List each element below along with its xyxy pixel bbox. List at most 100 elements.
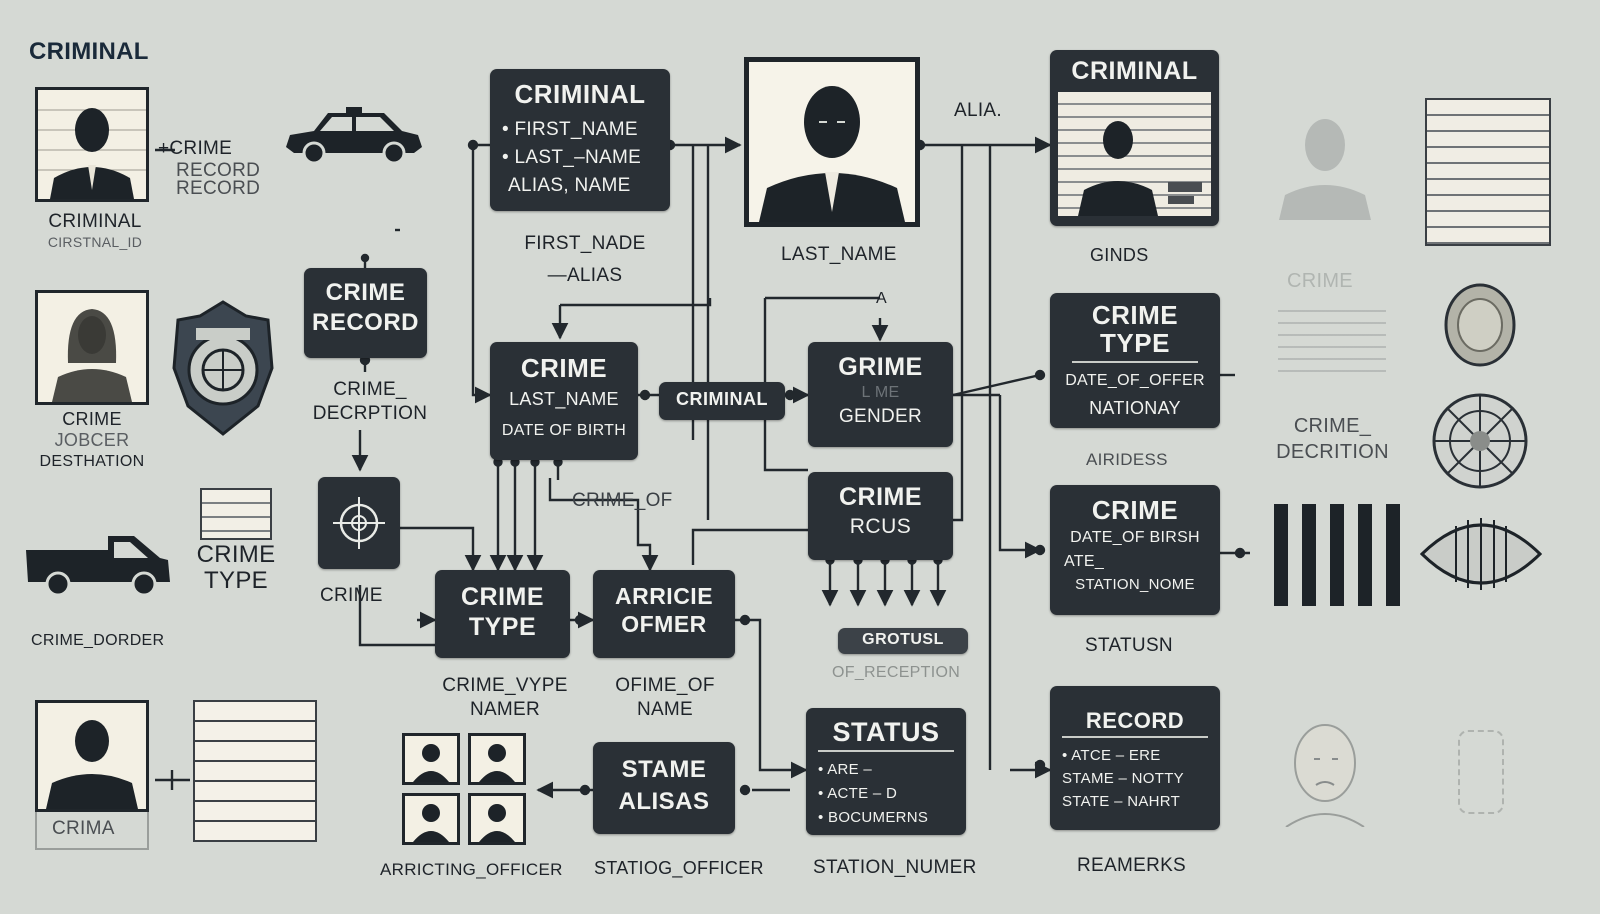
grotusl-title: GROTUSL (862, 631, 944, 648)
eye-grid-icon (1419, 506, 1543, 607)
last-name-label: LAST_NAME (781, 244, 897, 265)
a-marker-label: A (876, 290, 887, 307)
crime-type-left-label: CRIME TYPE (186, 542, 286, 594)
crima-frame (35, 812, 149, 850)
coin-icon (1443, 282, 1517, 373)
arricting-officer-label: ARRICTING_OFFICER (380, 860, 563, 879)
document-icon (193, 700, 317, 842)
police-car-icon (284, 105, 424, 172)
arricie-ofmer-box[interactable]: ARRICIE OFMER (593, 570, 735, 658)
officer-photo (402, 733, 460, 785)
arricie-ofmer-title: ARRICIE OFMER (614, 583, 714, 637)
crime-record-box[interactable]: CRIME RECORD (304, 268, 427, 358)
label-line: CRIMINAL (48, 211, 142, 232)
person-silhouette-icon (413, 804, 449, 842)
faint-lines (1278, 300, 1386, 382)
criminal-photo-1 (35, 87, 149, 202)
crime-right-box[interactable]: CRIME DATE_OF BIRSH ATE_ STATION_NOME (1050, 485, 1220, 615)
crosshair-icon (333, 497, 385, 549)
officer-photo (402, 793, 460, 845)
field-station-nome: STATION_NOME (1075, 576, 1195, 593)
crime-faint-label: CRIME (1287, 270, 1353, 292)
grime-box[interactable]: GRIME L ME GENDER (808, 342, 953, 447)
crime-decrition-right-label: CRIME_ DECRITION (1255, 413, 1410, 465)
label-line: RECORD (176, 160, 261, 181)
label-line: CRIME (196, 541, 276, 568)
crime-center-box[interactable]: CRIME LAST_NAME DATE OF BIRTH (490, 342, 638, 460)
criminal-id-label: CRIMINAL CIRSTNAL_ID (25, 212, 165, 252)
label-line: DESTHATION (39, 453, 145, 470)
label-line: DECRPTION (312, 403, 428, 424)
field-date-of-birsh: DATE_OF BIRSH (1070, 529, 1200, 546)
first-nade-label: FIRST_NADE —ALIAS (495, 228, 675, 292)
stame-alisas-title: STAME ALISAS (618, 756, 710, 815)
field-lme: L ME (861, 384, 900, 401)
crime-type-right-title: CRIME TYPE (1091, 300, 1179, 358)
grotusl-box[interactable]: GROTUSL (838, 628, 968, 654)
radar-icon (1430, 392, 1530, 495)
truck-icon (24, 528, 174, 605)
label-line: OFIME_OF (615, 675, 715, 696)
criminal-photo-center (744, 57, 920, 227)
person-silhouette-icon (479, 744, 515, 782)
field-state-nahrt: STATE – NAHRT (1062, 793, 1181, 810)
grime-title: GRIME (838, 353, 923, 381)
field-acte: • ACTE – D (818, 785, 898, 802)
page-title: CRIMINAL (29, 38, 149, 65)
document-icon (1425, 98, 1551, 246)
label-line: CIRSTNAL_ID (47, 234, 143, 250)
person-silhouette-icon (759, 86, 905, 222)
ofime-label: OFIME_OF NAME (590, 674, 740, 722)
field-are: • ARE – (818, 761, 873, 778)
aridess-label: AIRIDESS (1086, 450, 1168, 469)
crime-decription-label: CRIME_ DECRPTION (300, 378, 440, 426)
barcode-icon (1262, 502, 1410, 613)
crime-dorder-label: CRIME_DORDER (31, 632, 165, 649)
label-line: JOBCER (54, 430, 130, 450)
label-line: DECRITION (1276, 441, 1389, 463)
crime-type-bottom-title: CRIME TYPE (460, 583, 545, 641)
label-line: CRIME_VYPE (442, 675, 568, 696)
ginds-label: GINDS (1090, 245, 1149, 265)
police-badge-icon (168, 298, 278, 443)
criminal-tag[interactable]: CRIMINAL (659, 382, 785, 420)
criminal-main-box[interactable]: CRIMINAL • FIRST_NAME • LAST_–NAME ALIAS… (490, 69, 670, 211)
criminal-photo-card[interactable]: CRIMINAL (1050, 50, 1219, 226)
field-first-name: • FIRST_NAME (502, 119, 638, 140)
field-ate: ATE_ (1064, 553, 1105, 570)
reamerks-label: REAMERKS (1077, 855, 1187, 876)
officer-photo (468, 793, 526, 845)
status-title: STATUS (832, 717, 940, 747)
crime-rcus-box[interactable]: CRIME RCUS (808, 472, 953, 560)
officer-photos (402, 733, 530, 847)
person-silhouette-icon (52, 309, 132, 402)
criminal-card-title: CRIMINAL (1071, 57, 1198, 85)
person-silhouette-icon (479, 804, 515, 842)
crime-rcus-title: CRIME (838, 483, 923, 511)
crime-type-bottom-box[interactable]: CRIME TYPE (435, 570, 570, 658)
crime-target-box[interactable] (318, 477, 400, 569)
person-silhouette-icon (1078, 121, 1202, 216)
field-nationay: NATIONAY (1089, 398, 1181, 418)
label-line: CRIME_ (333, 379, 407, 400)
person-silhouette-icon (413, 744, 449, 782)
mugshot-panel (1058, 92, 1211, 216)
label-line: CRIME (62, 409, 122, 429)
field-last-name: LAST_NAME (509, 389, 619, 409)
stame-alisas-box[interactable]: STAME ALISAS (593, 742, 735, 834)
field-bocumerns: • BOCUMERNS (818, 809, 929, 826)
field-date-of-offer: DATE_OF_OFFER (1065, 372, 1205, 389)
faint-tag-icon (1458, 730, 1504, 814)
label-line: RECORD (176, 178, 261, 199)
crime-jober-label: CRIME JOBCER DESTHATION (22, 409, 162, 472)
crima-label: CRIMA (52, 818, 115, 839)
status-box[interactable]: STATUS • ARE – • ACTE – D • BOCUMERNS (806, 708, 966, 835)
crime-type-right-box[interactable]: CRIME TYPE DATE_OF_OFFER NATIONAY (1050, 293, 1220, 428)
field-stame-notty: STAME – NOTTY (1062, 770, 1184, 787)
crime-left-label: CRIME (320, 585, 383, 606)
label-line: FIRST_NADE (524, 233, 646, 254)
faint-face-icon (1278, 715, 1372, 832)
divider (1062, 736, 1208, 738)
record-box[interactable]: RECORD • ATCE – ERE STAME – NOTTY STATE … (1050, 686, 1220, 830)
field-gender: GENDER (838, 406, 923, 427)
